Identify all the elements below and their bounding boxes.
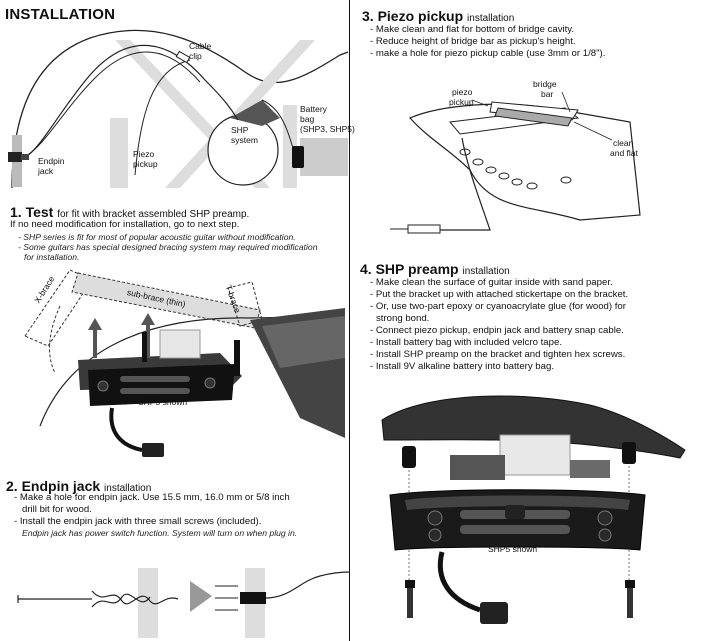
section1-heading: 1. Test for fit with bracket assembled S… (10, 204, 249, 220)
section3-line-3: - make a hole for piezo pickup cable (us… (370, 48, 605, 60)
label-battery-bag-3: (SHP3, SHP5) (300, 125, 355, 135)
preamp-exploded-diagram (350, 380, 700, 635)
section1-line: If no need modification for installation… (10, 219, 239, 231)
section1-note-1: - SHP series is fit for most of popular … (18, 232, 296, 242)
section2-line-1: - Make a hole for endpin jack. Use 15.5 … (14, 492, 290, 504)
section4-number: 4. (360, 261, 372, 277)
label-bridge-bar-2: bar (541, 90, 553, 100)
section4-caption: SHP5 shown (488, 545, 537, 555)
label-piezo-pickup-s3-2: pickup (449, 98, 474, 108)
section3-heading: 3. Piezo pickup installation (362, 8, 514, 24)
section2-line-3: - Install the endpin jack with three sma… (14, 516, 261, 528)
section4-heading: 4. SHP preamp installation (360, 261, 510, 277)
section4-line-7: - Install SHP preamp on the bracket and … (370, 349, 625, 361)
label-piezo-pickup-2: pickup (133, 160, 158, 170)
section4-title: SHP preamp (376, 261, 459, 277)
section2-line-2: drill bit for wood. (22, 504, 92, 516)
section3-line-1: - Make clean and flat for bottom of brid… (370, 24, 574, 36)
section4-subtitle: installation (462, 266, 509, 277)
section1-title: Test (26, 204, 54, 220)
section3-title: Piezo pickup (378, 8, 464, 24)
bracket-test-diagram (0, 258, 350, 458)
endpin-drill-diagram (0, 546, 350, 641)
bridge-cavity-diagram (350, 60, 700, 240)
section1-caption: SHP5 shown (138, 398, 187, 408)
section4-line-2: - Put the bracket up with attached stick… (370, 289, 628, 301)
section4-line-4: strong bond. (376, 313, 429, 325)
section4-line-5: - Connect piezo pickup, endpin jack and … (370, 325, 624, 337)
label-clean-flat-2: and flat (610, 149, 638, 159)
section1-number: 1. (10, 204, 22, 220)
section4-line-6: - Install battery bag with included velc… (370, 337, 562, 349)
section2-note: Endpin jack has power switch function. S… (22, 528, 297, 538)
section4-line-3: - Or, use two-part epoxy or cyanoacrylat… (370, 301, 626, 313)
label-shp-system-2: system (231, 136, 258, 146)
section1-note-2: - Some guitars has special designed brac… (18, 242, 318, 252)
section3-line-2: - Reduce height of bridge bar as pickup'… (370, 36, 576, 48)
label-endpin-jack-2: jack (38, 167, 53, 177)
section4-line-8: - Install 9V alkaline battery into batte… (370, 361, 554, 373)
section4-line-1: - Make clean the surface of guitar insid… (370, 277, 613, 289)
section3-number: 3. (362, 8, 374, 24)
section3-subtitle: installation (467, 13, 514, 24)
label-cable-clip-2: clip (189, 52, 202, 62)
